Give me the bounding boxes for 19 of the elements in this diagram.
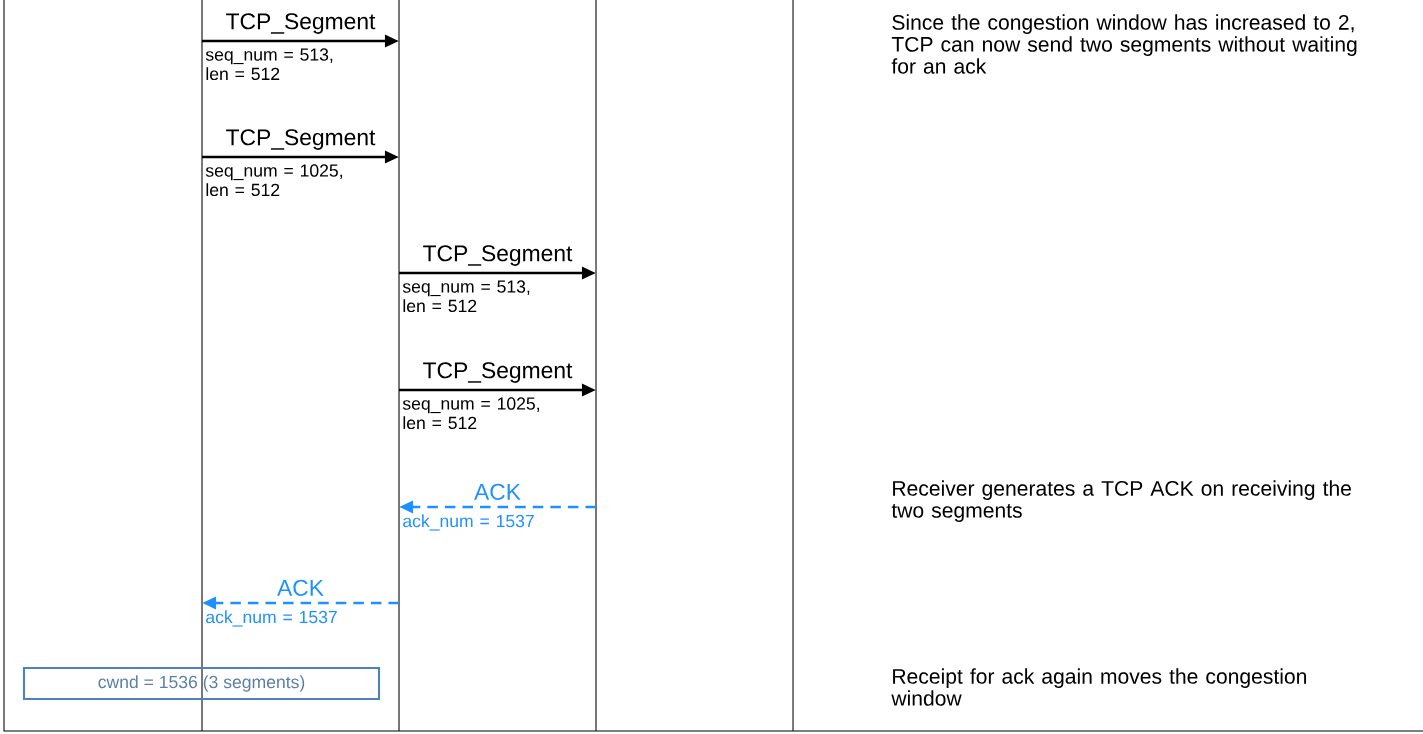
parameter-text: seq_num = 1025, len = 512 — [205, 164, 342, 197]
message-label: ACK — [474, 483, 521, 500]
state-box: cwnd = 1536 (3 segments) — [22, 666, 381, 701]
lifeline — [201, 0, 203, 732]
note-text: Since the congestion window has increased to 2, TCP can now send two segments without waiting for an ack — [891, 14, 1357, 74]
note-text: Receiver generates a TCP ACK on receiving the two segments — [891, 480, 1351, 522]
message-label: TCP_Segment — [423, 245, 573, 266]
message-label: TCP_Segment — [226, 13, 376, 34]
parameter-text: seq_num = 513, len = 512 — [402, 280, 530, 313]
parameter-text: seq_num = 513, len = 512 — [205, 48, 333, 81]
message-label: ACK — [277, 579, 324, 596]
lifeline — [595, 0, 597, 732]
message-label: TCP_Segment — [226, 129, 376, 150]
parameter-text: ack_num = 1537 — [403, 514, 534, 531]
parameter-text: seq_num = 1025, len = 512 — [402, 397, 539, 430]
lifeline — [398, 0, 400, 732]
note-text: Receipt for ack again moves the congestion window — [891, 668, 1307, 706]
parameter-text: ack_num = 1537 — [206, 610, 337, 627]
message-label: TCP_Segment — [423, 362, 573, 383]
